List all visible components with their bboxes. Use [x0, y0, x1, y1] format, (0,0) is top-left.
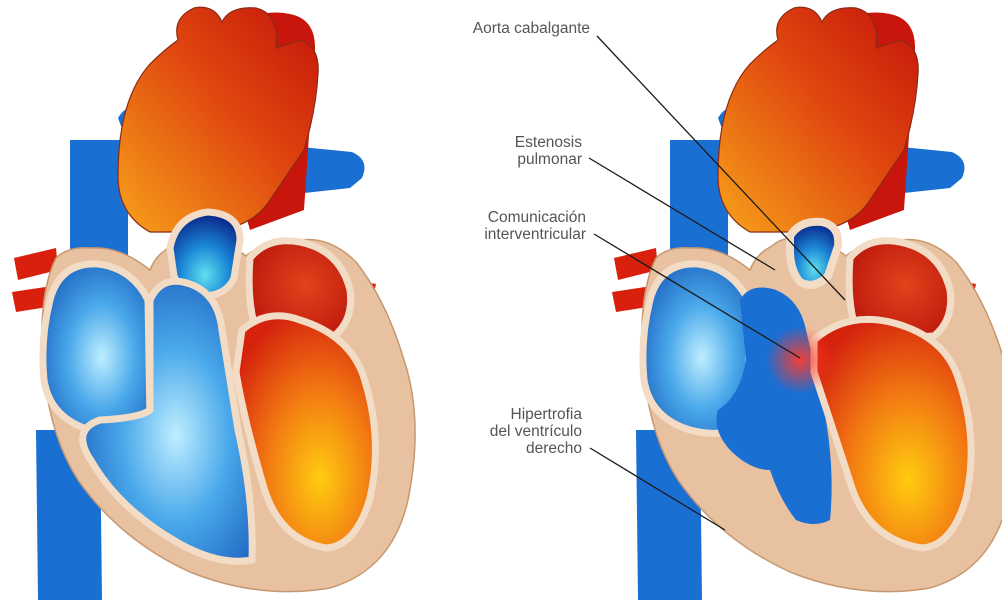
- label-line: Estenosis: [380, 134, 582, 151]
- label-ventricular-septal-defect: Comunicación interventricular: [380, 209, 586, 243]
- label-line: Hipertrofia: [380, 406, 582, 423]
- ventricular-septal-defect: [766, 326, 834, 394]
- right-atrium: [43, 264, 150, 433]
- label-line: Aorta cabalgante: [380, 20, 590, 37]
- pulmonary-stenosis: [790, 222, 838, 285]
- label-line: del ventrículo: [380, 423, 582, 440]
- label-line: pulmonar: [380, 151, 582, 168]
- tetralogy-heart: [612, 7, 1002, 600]
- label-line: Comunicación: [380, 209, 586, 226]
- label-line: derecho: [380, 440, 582, 457]
- label-line: interventricular: [380, 226, 586, 243]
- label-overriding-aorta: Aorta cabalgante: [380, 20, 590, 37]
- label-right-ventricular-hypertrophy: Hipertrofia del ventrículo derecho: [380, 406, 582, 457]
- normal-heart: [12, 7, 415, 600]
- label-pulmonary-stenosis: Estenosis pulmonar: [380, 134, 582, 168]
